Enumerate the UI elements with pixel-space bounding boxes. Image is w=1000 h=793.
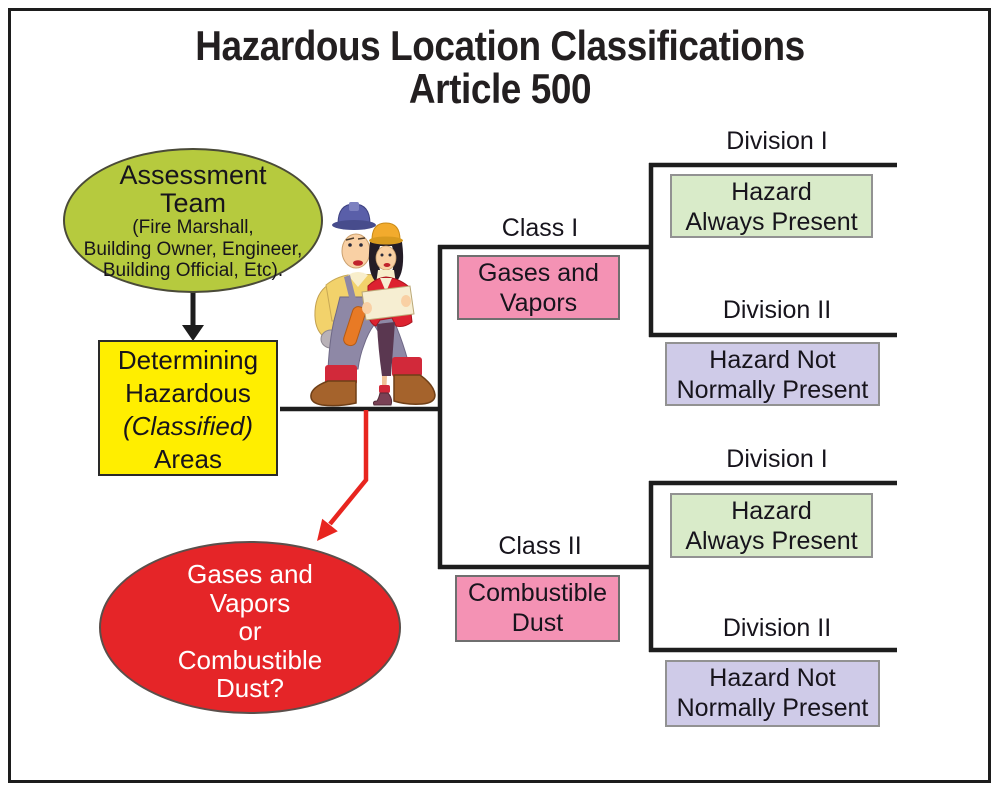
diagram-border (8, 8, 991, 783)
class1-label: Class I (501, 214, 579, 242)
class1-material-line: Vapors (499, 289, 578, 317)
boot (393, 374, 436, 405)
hazard-line: Always Present (685, 208, 858, 236)
assessment-team-node: Assessment Team (Fire Marshall, Building… (63, 148, 323, 293)
yellow-hard-hat (371, 222, 401, 241)
question-line: Gases and (187, 559, 313, 589)
question-line: Dust? (216, 673, 284, 703)
construction-workers-illustration (310, 202, 436, 407)
assessment-detail-line: Building Official, Etc). (102, 260, 284, 281)
hazard-line: Hazard Not (709, 346, 836, 374)
title-line-2: Article 500 (408, 65, 592, 112)
lips (353, 260, 363, 266)
class1-material-line: Gases and (478, 259, 599, 287)
class2-material-line: Dust (511, 609, 564, 637)
assessment-detail-line: (Fire Marshall, (132, 217, 254, 238)
boot (310, 380, 357, 407)
question-node: Gases and Vapors or Combustible Dust? (99, 541, 401, 714)
assessment-detail-line: Building Owner, Engineer, (83, 238, 303, 260)
female-worker-figure (343, 222, 415, 406)
class2-division1-label: Division I (726, 445, 828, 473)
pant-cuff (392, 357, 422, 377)
pant-cuff (325, 365, 357, 385)
determining-line: (Classified) (122, 411, 254, 441)
class2-material-box: Combustible Dust (455, 575, 620, 642)
assessment-heading-line: Assessment (119, 160, 267, 190)
determining-line: Determining (117, 345, 259, 375)
determining-areas-node: Determining Hazardous (Classified) Areas (98, 340, 278, 476)
class1-division2-box: Hazard Not Normally Present (665, 342, 880, 406)
hazard-line: Hazard (731, 497, 812, 525)
class1-division1-label: Division I (726, 127, 828, 155)
title-line-1: Hazardous Location Classifications (195, 22, 805, 69)
class1-division2-label: Division II (722, 296, 832, 324)
hazard-line: Normally Present (676, 694, 869, 722)
determining-line: Areas (154, 444, 222, 474)
class2-division1-box: Hazard Always Present (670, 493, 873, 558)
determining-line: Hazardous (125, 378, 251, 408)
assessment-heading-line: Team (159, 188, 227, 218)
class2-label: Class II (498, 532, 582, 560)
rolled-plans (343, 306, 366, 347)
class2-division2-label: Division II (722, 614, 832, 642)
lips (383, 263, 391, 267)
class1-material-box: Gases and Vapors (457, 255, 620, 320)
class1-division1-box: Hazard Always Present (670, 174, 873, 238)
hazard-line: Hazard (731, 178, 812, 206)
down-arrow-icon (182, 292, 204, 341)
question-line: Combustible (177, 644, 323, 675)
red-arrow-icon (317, 410, 369, 541)
male-worker-figure (310, 202, 436, 407)
hazard-line: Always Present (685, 527, 858, 555)
question-line: Vapors (209, 587, 291, 618)
boot (372, 392, 393, 406)
class2-division2-box: Hazard Not Normally Present (665, 660, 880, 727)
class2-material-line: Combustible (468, 579, 607, 607)
question-line: or (238, 616, 262, 646)
page-title: Hazardous Location Classifications Artic… (60, 24, 940, 110)
hazard-line: Hazard Not (709, 664, 836, 692)
hazard-line: Normally Present (676, 376, 869, 404)
